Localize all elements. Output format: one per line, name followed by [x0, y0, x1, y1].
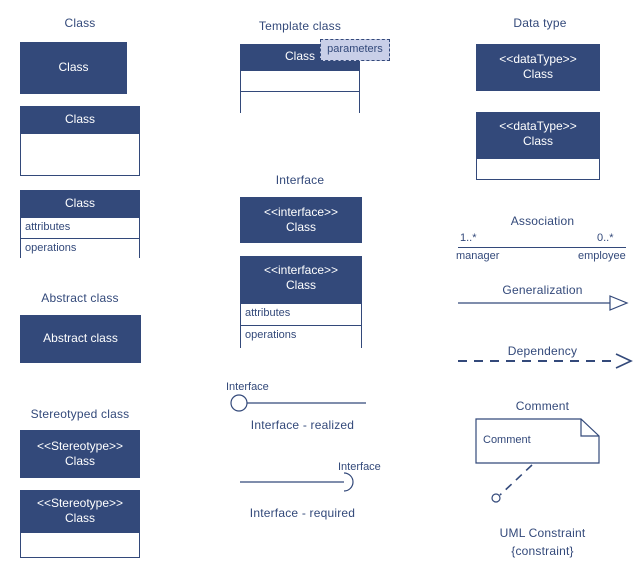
class-box-full-attributes: attributes	[21, 217, 139, 238]
caption-interface: Interface	[275, 173, 325, 187]
caption-stereotyped-class: Stereotyped class	[30, 407, 130, 421]
class-box-with-empty-body-name: Class	[21, 107, 139, 133]
data-type-box-simple-stereotype: <<dataType>>	[499, 52, 577, 66]
class-box-with-empty-body[interactable]: Class	[20, 106, 140, 176]
comment-note-shape[interactable]	[475, 418, 603, 466]
stereotyped-class-box-with-body-section	[21, 532, 139, 557]
interface-box-simple-name: Class	[285, 219, 316, 234]
data-type-box-with-body-name: Class	[522, 134, 553, 148]
comment-anchor-line	[488, 463, 538, 505]
interface-ball-icon	[230, 394, 248, 412]
data-type-box-with-body-section	[477, 158, 599, 179]
uml-constraint-text: {constraint}	[511, 544, 574, 558]
abstract-class-box-name: Abstract class	[21, 316, 140, 362]
association-target-role: employee	[578, 250, 626, 262]
association-source-role: manager	[456, 250, 500, 262]
interface-socket-icon	[343, 472, 354, 492]
interface-box-full-stereotype: <<interface>>	[263, 263, 339, 277]
data-type-box-simple[interactable]: <<dataType>> Class	[476, 44, 600, 91]
stereotyped-class-box-with-body-head: <<Stereotype>> Class	[21, 491, 139, 532]
stereotyped-class-box-simple[interactable]: <<Stereotype>> Class	[20, 430, 140, 478]
template-class-box-section-3	[241, 91, 359, 113]
class-box-full-operations: operations	[21, 238, 139, 259]
caption-dependency: Dependency	[507, 344, 578, 358]
caption-uml-constraint: UML Constraint	[499, 526, 586, 540]
stereotyped-class-box-simple-stereotype: <<Stereotype>>	[36, 438, 124, 453]
hollow-triangle-arrowhead-icon	[609, 295, 629, 311]
data-type-box-with-body[interactable]: <<dataType>> Class	[476, 112, 600, 180]
association-target-multiplicity: 0..*	[597, 232, 614, 244]
interface-required-label: Interface	[338, 461, 381, 473]
interface-box-full[interactable]: <<interface>> Class attributes operation…	[240, 256, 362, 348]
abstract-class-box[interactable]: Abstract class	[20, 315, 141, 363]
class-box-full[interactable]: Class attributes operations	[20, 190, 140, 259]
dependency-arrow	[458, 352, 634, 370]
stereotyped-class-box-with-body[interactable]: <<Stereotype>> Class	[20, 490, 140, 558]
open-arrowhead-icon	[615, 353, 633, 369]
anchor-circle-icon	[491, 493, 501, 503]
association-line	[458, 247, 626, 248]
interface-box-full-operations: operations	[241, 325, 361, 348]
interface-realized-label: Interface	[226, 381, 269, 393]
folded-corner-icon	[580, 419, 599, 437]
caption-interface-realized: Interface - realized	[250, 418, 355, 432]
interface-required-symbol	[240, 472, 370, 500]
stereotyped-class-box-simple-head: <<Stereotype>> Class	[21, 431, 139, 477]
interface-box-simple-head: <<interface>> Class	[241, 198, 361, 242]
interface-box-full-name: Class	[285, 278, 316, 292]
generalization-arrow	[458, 294, 630, 312]
interface-box-full-head: <<interface>> Class	[241, 257, 361, 303]
comment-text: Comment	[483, 434, 531, 446]
interface-box-simple-stereotype: <<interface>>	[263, 204, 339, 219]
stereotyped-class-box-simple-name: Class	[64, 453, 95, 468]
class-box-simple-name: Class	[21, 43, 126, 93]
caption-template-class: Template class	[258, 19, 342, 33]
stereotyped-class-box-with-body-name: Class	[64, 511, 95, 525]
class-box-with-empty-body-section	[21, 133, 139, 175]
class-box-simple[interactable]: Class	[20, 42, 127, 94]
data-type-box-with-body-head: <<dataType>> Class	[477, 113, 599, 158]
template-parameters-box[interactable]: parameters	[320, 39, 390, 61]
caption-data-type: Data type	[513, 16, 567, 30]
stereotyped-class-box-with-body-stereotype: <<Stereotype>>	[36, 496, 124, 510]
interface-box-simple[interactable]: <<interface>> Class	[240, 197, 362, 243]
caption-interface-required: Interface - required	[249, 506, 356, 520]
class-box-full-name: Class	[21, 191, 139, 217]
caption-abstract-class: Abstract class	[41, 291, 119, 305]
interface-box-full-attributes: attributes	[241, 303, 361, 325]
data-type-box-simple-name: Class	[522, 67, 553, 81]
caption-generalization: Generalization	[502, 283, 583, 297]
data-type-box-simple-head: <<dataType>> Class	[477, 45, 599, 90]
caption-comment: Comment	[515, 399, 570, 413]
caption-association: Association	[510, 214, 575, 228]
caption-class: Class	[64, 16, 96, 30]
interface-realized-symbol	[228, 392, 368, 414]
data-type-box-with-body-stereotype: <<dataType>>	[499, 119, 577, 133]
association-source-multiplicity: 1..*	[460, 232, 477, 244]
template-class-box-section-2	[241, 70, 359, 91]
